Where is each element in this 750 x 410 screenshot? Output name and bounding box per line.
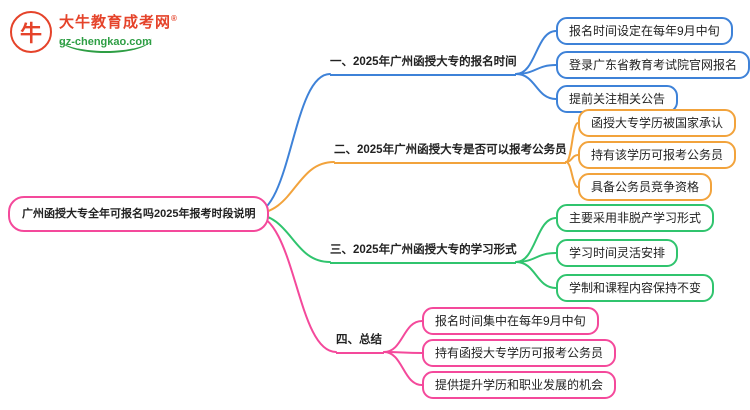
branch-2-label: 二、2025年广州函授大专是否可以报考公务员 xyxy=(334,142,567,164)
branch-4-label: 四、总结 xyxy=(336,332,384,354)
branch-2-child-2: 持有该学历可报考公务员 xyxy=(578,141,737,169)
connector-branch-1-child-2 xyxy=(515,64,557,75)
branch-4-child-2: 持有函授大专学历可报考公务员 xyxy=(422,339,617,367)
branch-3-child-1: 主要采用非脱产学习形式 xyxy=(556,204,715,232)
logo-title-text: 大牛教育成考网 xyxy=(59,14,172,31)
branch-3-label: 三、2025年广州函授大专的学习形式 xyxy=(330,242,517,264)
branch-1-label: 一、2025年广州函授大专的报名时间 xyxy=(330,54,517,76)
logo-bull-icon: 牛 xyxy=(10,10,52,53)
logo-url: gz-chengkao.com xyxy=(59,35,152,53)
branch-3-child-3: 学制和课程内容保持不变 xyxy=(556,274,715,302)
registered-mark: ® xyxy=(171,14,178,23)
logo: 牛 大牛教育成考网® gz-chengkao.com xyxy=(10,10,178,53)
branch-1-child-3: 提前关注相关公告 xyxy=(556,85,679,113)
logo-text: 大牛教育成考网® gz-chengkao.com xyxy=(59,10,178,53)
connector-branch-3-child-2 xyxy=(515,252,557,263)
branch-3-child-2: 学习时间灵活安排 xyxy=(556,239,679,267)
branch-1-child-2: 登录广东省教育考试院官网报名 xyxy=(556,51,750,79)
connector-branch-1-child-3 xyxy=(515,73,557,100)
connector-branch-1-child-1 xyxy=(515,30,557,75)
logo-title: 大牛教育成考网® xyxy=(59,10,178,32)
branch-2-child-1: 函授大专学历被国家承认 xyxy=(578,109,737,137)
connector-branch-2-child-3 xyxy=(565,161,579,188)
branch-2-child-3: 具备公务员竞争资格 xyxy=(578,173,713,201)
connector-branch-3-child-1 xyxy=(515,217,557,263)
branch-1-child-1: 报名时间设定在每年9月中旬 xyxy=(556,17,733,45)
branch-4-child-3: 提供提升学历和职业发展的机会 xyxy=(422,371,617,399)
connector-branch-3-child-3 xyxy=(515,261,557,289)
connector-root-branch-4 xyxy=(251,213,337,353)
branch-4-child-1: 报名时间集中在每年9月中旬 xyxy=(422,307,599,335)
connector-branch-4-child-1 xyxy=(383,320,423,353)
connector-branch-4-child-3 xyxy=(383,351,423,386)
root-node: 广州函授大专全年可报名吗2025年报考时段说明 xyxy=(8,196,270,232)
